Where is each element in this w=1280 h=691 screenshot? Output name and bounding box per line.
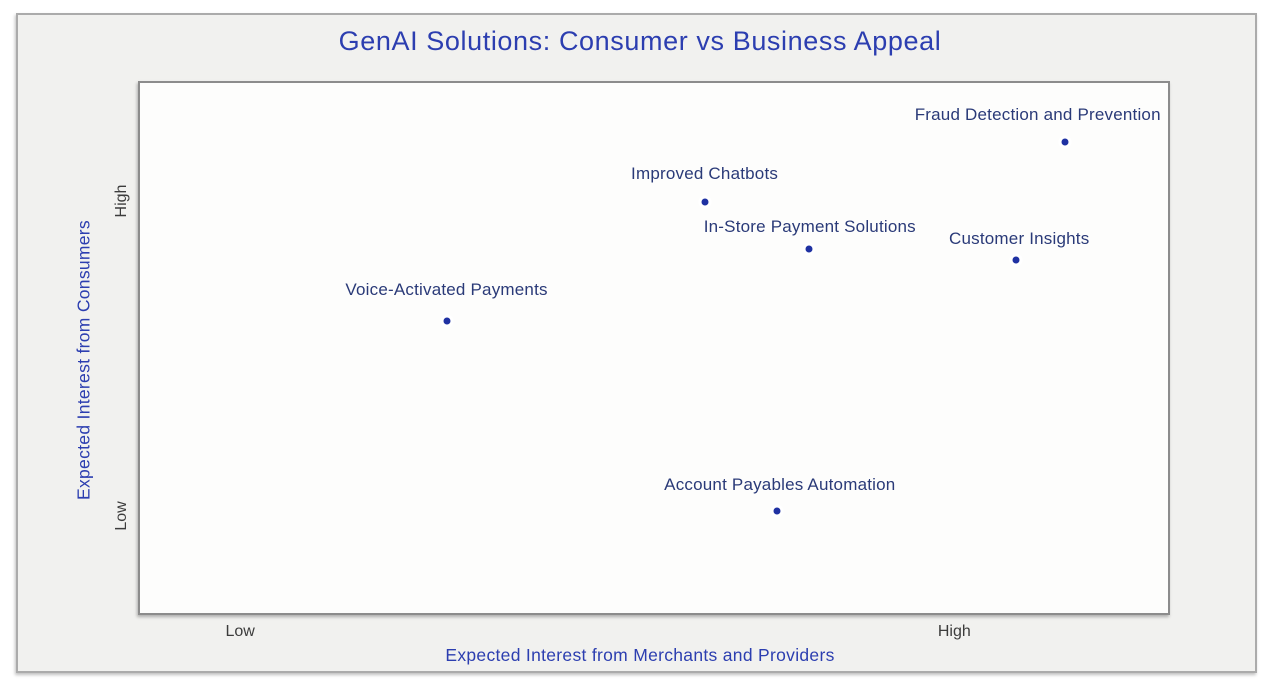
x-axis-title: Expected Interest from Merchants and Pro… <box>445 645 835 665</box>
chart-title: GenAI Solutions: Consumer vs Business Ap… <box>338 26 942 56</box>
plot-area <box>138 81 1170 615</box>
y-axis-title: Expected Interest from Consumers <box>73 220 94 500</box>
